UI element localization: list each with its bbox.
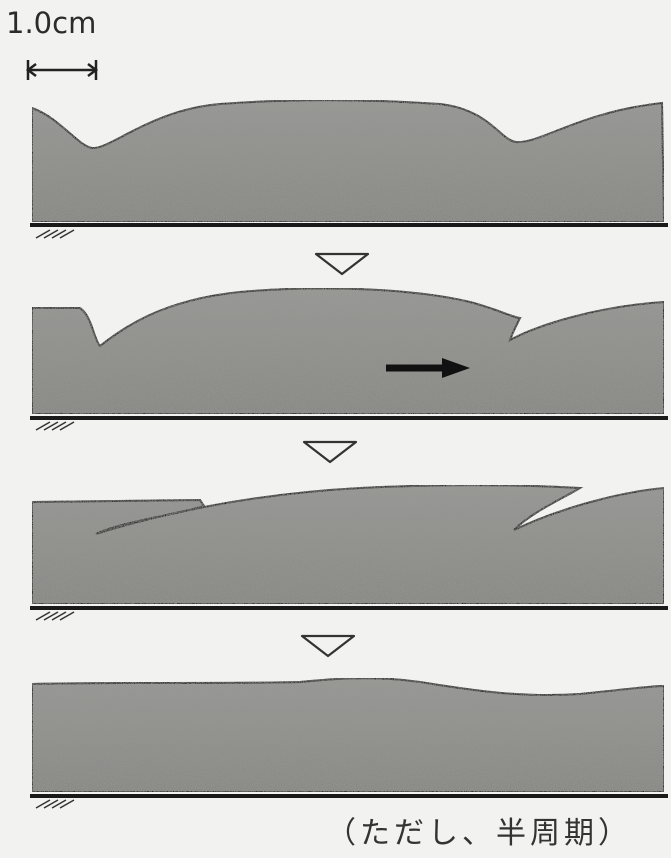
down-arrow-icon [304,442,356,462]
panel-stage-2 [30,288,668,430]
bedform-profile [32,678,664,792]
down-arrow-icon [316,254,368,274]
down-arrow-icon [302,636,354,656]
figure-caption: （ただし、半周期） [326,808,632,852]
panel-stage-1 [30,100,668,238]
panel-stage-4 [30,678,668,808]
bedform-profile [32,100,664,222]
bedform-profile [32,485,664,604]
bed-hatching [36,230,74,238]
bed-hatching [36,612,74,620]
panel-stage-3 [30,485,668,620]
bedform-profile [32,288,664,414]
scale-bar-icon [28,60,96,80]
scale-bar-label: 1.0cm [6,6,96,40]
bed-hatching [36,422,74,430]
bed-hatching [36,800,74,808]
